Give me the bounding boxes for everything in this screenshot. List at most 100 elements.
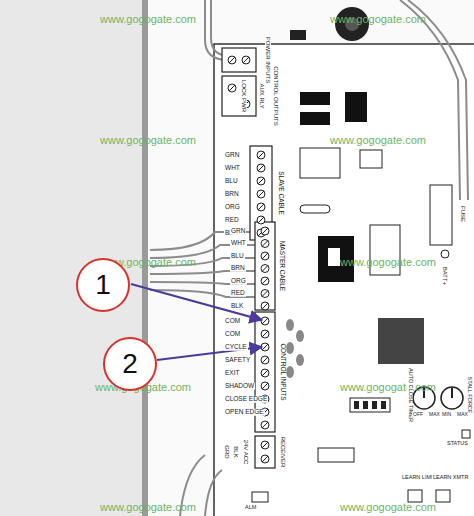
- callout-circle: 2: [103, 337, 157, 391]
- terminal-label: CONTROL OUTPUTS: [273, 65, 279, 126]
- watermark: www.gogogate.com: [340, 382, 436, 393]
- terminal-label: MASTER CABLE: [279, 240, 286, 292]
- screw-slot: [262, 357, 268, 363]
- screw: [261, 277, 269, 285]
- terminal-label: BLU: [224, 178, 239, 185]
- terminal-label: COM: [224, 331, 241, 338]
- terminal-label: STALL FORCE: [466, 376, 472, 415]
- terminal-label: CLOSE EDGE: [224, 396, 268, 403]
- screw-slot: [229, 85, 235, 91]
- terminal-label: OFF: [412, 412, 424, 417]
- screw: [228, 84, 236, 92]
- screw-slot: [262, 370, 268, 376]
- terminal-label: ALM: [244, 505, 257, 511]
- screw-slot: [258, 152, 264, 158]
- screw-slot: [258, 165, 264, 171]
- screw-slot: [258, 217, 264, 223]
- terminal-label: LOCK PWR: [241, 79, 247, 113]
- screw-slot: [262, 422, 268, 428]
- screw-slot: [262, 266, 268, 272]
- screw-slot: [229, 57, 235, 63]
- callout-number: 2: [122, 348, 138, 380]
- screw: [261, 317, 269, 325]
- terminal-label: LEARN XMTR: [432, 475, 469, 481]
- terminal-label: GRD: [224, 444, 230, 459]
- screw-slot: [262, 253, 268, 259]
- screw: [261, 455, 269, 463]
- screw: [261, 330, 269, 338]
- terminal-label: WHT: [224, 165, 241, 172]
- screw-slot: [262, 442, 268, 448]
- cables: [150, 0, 468, 516]
- screw: [257, 164, 265, 172]
- terminal-label: BATT+: [442, 266, 448, 286]
- screw: [257, 190, 265, 198]
- terminal-label: MAX: [456, 412, 469, 417]
- screw-slot: [258, 204, 264, 210]
- watermark: www.gogogate.com: [100, 135, 196, 146]
- terminal-label: BRN: [230, 265, 246, 272]
- terminal-label: MAX: [428, 412, 441, 417]
- circuit-board: [214, 44, 474, 516]
- terminal-label: FUSE: [460, 205, 466, 223]
- screw: [261, 369, 269, 377]
- terminal-label: SAFETY: [224, 357, 251, 364]
- screw-slot: [243, 57, 249, 63]
- terminal-label: BLK: [233, 445, 239, 458]
- terminal-label: BLU: [230, 253, 245, 260]
- screw-slot: [262, 291, 268, 297]
- screw: [257, 151, 265, 159]
- terminal-label: SLAVE CABLE: [278, 170, 285, 216]
- watermark: www.gogogate.com: [340, 257, 436, 268]
- watermark: www.gogogate.com: [330, 14, 426, 25]
- screw-slot: [258, 191, 264, 197]
- screw-slot: [258, 178, 264, 184]
- terminal-label: OPEN EDGE: [224, 409, 265, 416]
- screw: [261, 252, 269, 260]
- terminal-label: ORG: [224, 204, 241, 211]
- terminal-label: AUX RLY: [259, 82, 265, 109]
- terminal-label: RED: [230, 290, 246, 297]
- screw: [261, 302, 269, 310]
- screw: [261, 343, 269, 351]
- terminal-label: ORG: [230, 278, 247, 285]
- terminal-label: CONTROL INPUTS: [280, 342, 287, 401]
- terminal-label: GRN: [230, 228, 246, 235]
- screw: [257, 177, 265, 185]
- screw-slot: [262, 456, 268, 462]
- screw: [261, 290, 269, 298]
- terminal-label: WHT: [230, 240, 247, 247]
- screw: [261, 441, 269, 449]
- watermark: www.gogogate.com: [340, 502, 436, 513]
- terminal-label: BRN: [224, 191, 240, 198]
- components: [252, 7, 470, 502]
- terminal-label: BLK: [230, 303, 244, 310]
- screw: [261, 240, 269, 248]
- callout-circle: 1: [76, 258, 130, 312]
- terminal-label: STATUS: [446, 441, 469, 447]
- terminal-label: 24V ACC: [243, 439, 249, 466]
- terminal-label: COM: [224, 318, 241, 325]
- terminal-label: POWER INPUTS: [265, 36, 271, 84]
- screw-slot: [262, 331, 268, 337]
- callout-number: 1: [95, 269, 111, 301]
- terminal-label: RECEIVER: [280, 436, 286, 469]
- screw-slot: [262, 228, 268, 234]
- screw: [228, 56, 236, 64]
- screw: [242, 56, 250, 64]
- terminal-label: MIN: [441, 412, 452, 417]
- terminal-blocks: [222, 48, 275, 468]
- screw-slot: [262, 318, 268, 324]
- watermark: www.gogogate.com: [330, 135, 426, 146]
- screw: [257, 216, 265, 224]
- screw: [261, 356, 269, 364]
- screw-slot: [262, 278, 268, 284]
- screw: [261, 421, 269, 429]
- screw-slot: [262, 383, 268, 389]
- watermark: www.gogogate.com: [100, 502, 196, 513]
- screw-slot: [262, 344, 268, 350]
- terminal-label: GRN: [224, 152, 240, 159]
- screw-slot: [262, 303, 268, 309]
- screw: [261, 382, 269, 390]
- terminal-label: RED: [224, 217, 240, 224]
